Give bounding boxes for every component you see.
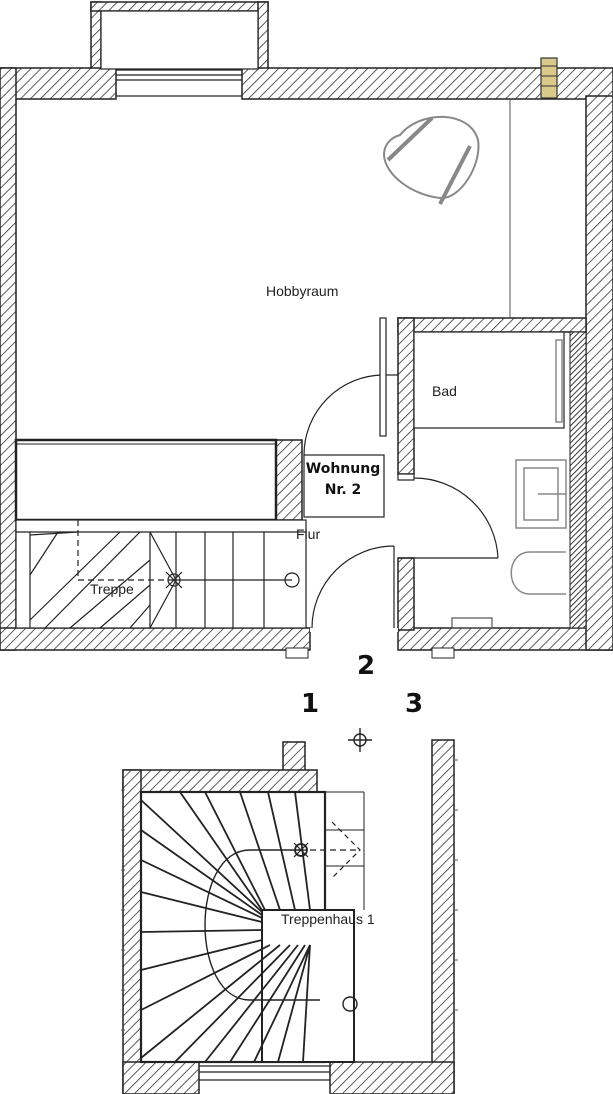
bay-wall-right bbox=[257, 1, 269, 73]
bath-fixtures bbox=[413, 331, 567, 629]
marker-3: 3 bbox=[405, 689, 423, 719]
doors-upper bbox=[303, 317, 499, 632]
unit-sign-line2: Nr. 2 bbox=[325, 482, 362, 498]
bay-wall-left bbox=[90, 1, 102, 73]
top-wall-left bbox=[0, 67, 117, 100]
bottom-wall-right bbox=[397, 627, 613, 651]
toilet-icon bbox=[510, 551, 566, 595]
unit-sign-box bbox=[303, 454, 385, 518]
built-in-cabinet bbox=[14, 438, 278, 522]
lower-window bbox=[199, 1065, 330, 1081]
unit-sign-line1: Wohnung bbox=[306, 461, 380, 477]
room-label-treppenhaus: Treppenhaus 1 bbox=[281, 911, 375, 927]
room-label-treppe: Treppe bbox=[90, 581, 134, 597]
balcony bbox=[100, 10, 259, 97]
chair-icon bbox=[382, 115, 480, 205]
bath-right-hatch bbox=[569, 331, 587, 629]
bottom-wall-left bbox=[0, 627, 311, 651]
marker-2: 2 bbox=[357, 651, 375, 681]
chimney-hatch bbox=[541, 65, 557, 87]
shower-rail bbox=[555, 339, 563, 423]
right-wall bbox=[585, 95, 613, 651]
chimney bbox=[540, 57, 558, 99]
tick-marks bbox=[121, 759, 458, 1031]
bath-wall-left-upper bbox=[397, 317, 415, 475]
left-wall bbox=[0, 67, 17, 651]
entry-steps bbox=[285, 647, 455, 659]
room-label-hobbyraum: Hobbyraum bbox=[266, 283, 338, 299]
crosshair-icon bbox=[348, 728, 372, 752]
walls-lower bbox=[122, 739, 455, 1094]
room-label-bad: Bad bbox=[432, 383, 457, 399]
room-label-flur: Flur bbox=[296, 526, 320, 542]
marker-1: 1 bbox=[301, 689, 319, 719]
shower-tray bbox=[413, 331, 565, 429]
bath-wall-left-lower bbox=[397, 557, 415, 631]
stair-upper bbox=[15, 519, 307, 629]
bay-wall-top bbox=[90, 1, 269, 12]
flur-partition bbox=[275, 439, 303, 521]
bath-wall-top bbox=[397, 317, 587, 333]
stair-lower bbox=[139, 790, 365, 1064]
